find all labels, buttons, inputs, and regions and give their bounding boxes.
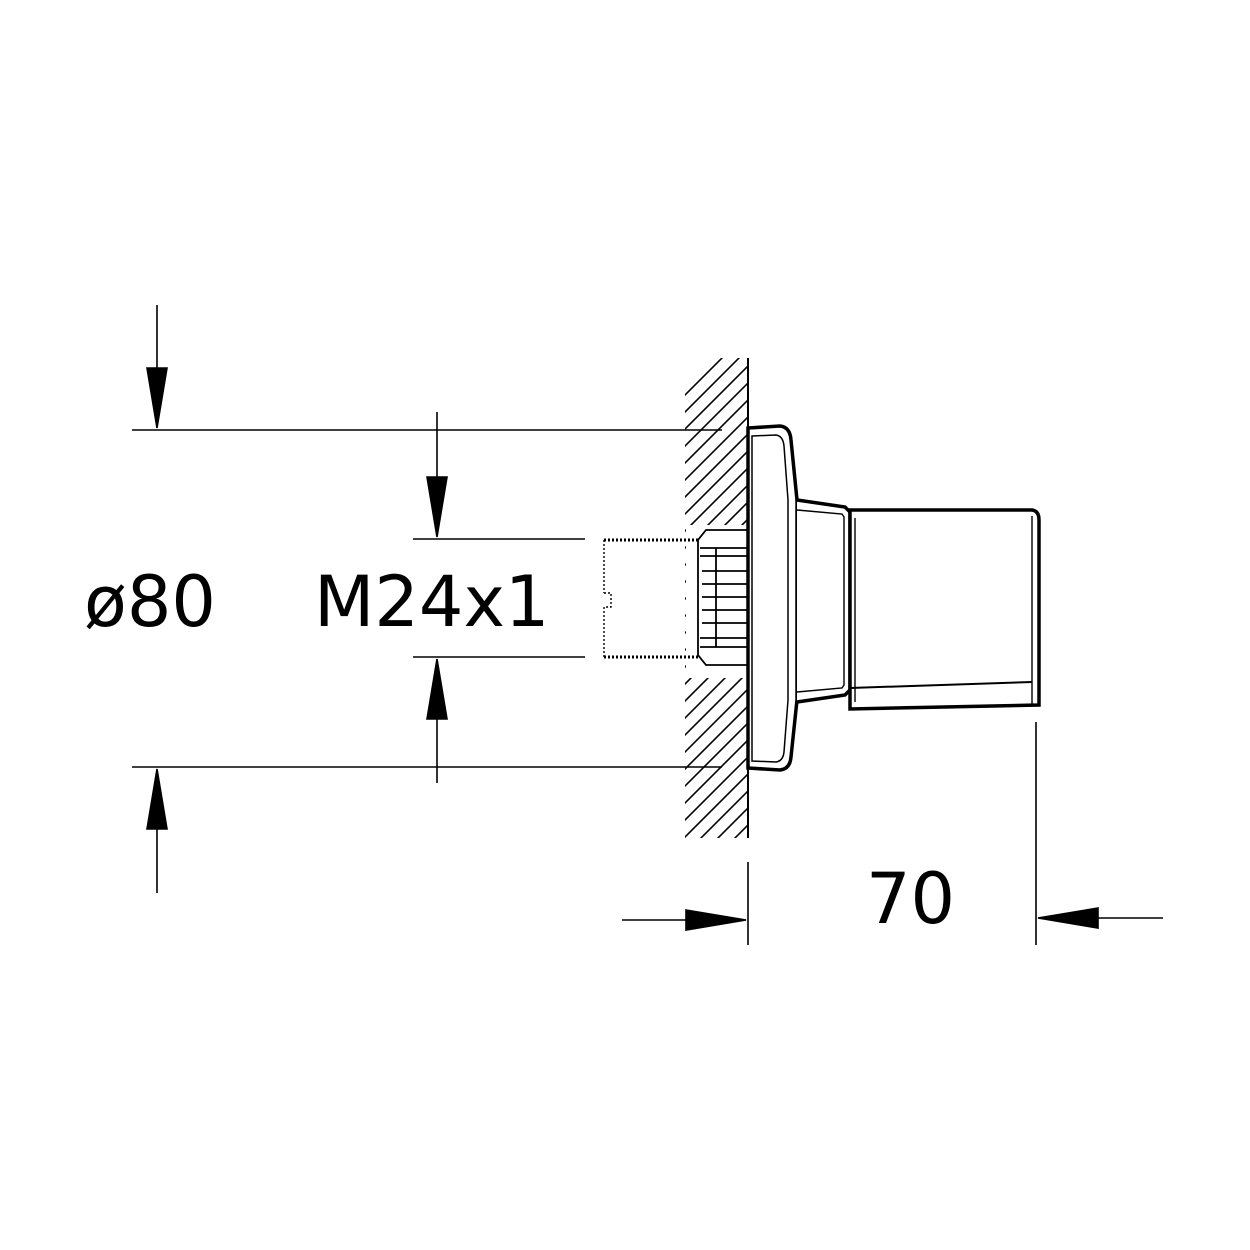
hatch-line	[699, 789, 748, 838]
knob-bottom-bevel	[849, 681, 1033, 689]
hatch-line	[685, 364, 748, 431]
spline-connector	[697, 529, 748, 666]
wall-section	[680, 358, 750, 944]
hatch-line	[685, 358, 724, 397]
hatch-line	[685, 415, 748, 482]
escutcheon-inner	[751, 434, 789, 763]
diameter-top-arrowhead	[146, 367, 168, 429]
hatch-line	[685, 466, 748, 533]
hatch-line	[685, 449, 748, 516]
knob-outline	[848, 508, 1041, 711]
hatch-line	[680, 874, 750, 944]
diameter-label: ø80	[84, 561, 216, 643]
hatch-line	[685, 772, 748, 838]
hatch-line	[733, 823, 748, 838]
thread-dimension	[413, 412, 585, 783]
diameter-dimension	[132, 305, 722, 893]
stem-slot	[604, 592, 612, 608]
neck-outline	[796, 498, 852, 704]
handle-knob	[848, 508, 1041, 711]
thread-bottom-arrowhead	[426, 658, 448, 720]
hatch-line	[685, 755, 748, 822]
hatch-line	[685, 398, 748, 465]
hatch-line	[685, 738, 748, 805]
diameter-bottom-arrowhead	[146, 768, 168, 830]
threaded-stem	[603, 538, 700, 659]
hatch-line	[685, 687, 748, 754]
depth-label: 70	[866, 858, 955, 940]
hatch-line	[680, 840, 750, 910]
thread-top-arrowhead	[426, 476, 448, 538]
escutcheon	[746, 424, 799, 772]
hatch-line	[685, 381, 748, 448]
escutcheon-outer	[746, 424, 799, 772]
depth-left-arrowhead	[685, 909, 747, 931]
handle-neck	[796, 498, 852, 704]
neck-inner	[796, 509, 845, 693]
hatch-line	[685, 721, 748, 788]
depth-dimension	[622, 722, 1163, 945]
spline-outline	[697, 529, 748, 666]
depth-right-arrowhead	[1037, 907, 1099, 929]
hatch-line	[685, 670, 748, 737]
thread-label: M24x1	[314, 561, 549, 643]
hatch-line	[685, 358, 741, 414]
hatch-line	[685, 704, 748, 771]
hatch-line	[685, 432, 748, 499]
hatch-line	[716, 806, 748, 838]
